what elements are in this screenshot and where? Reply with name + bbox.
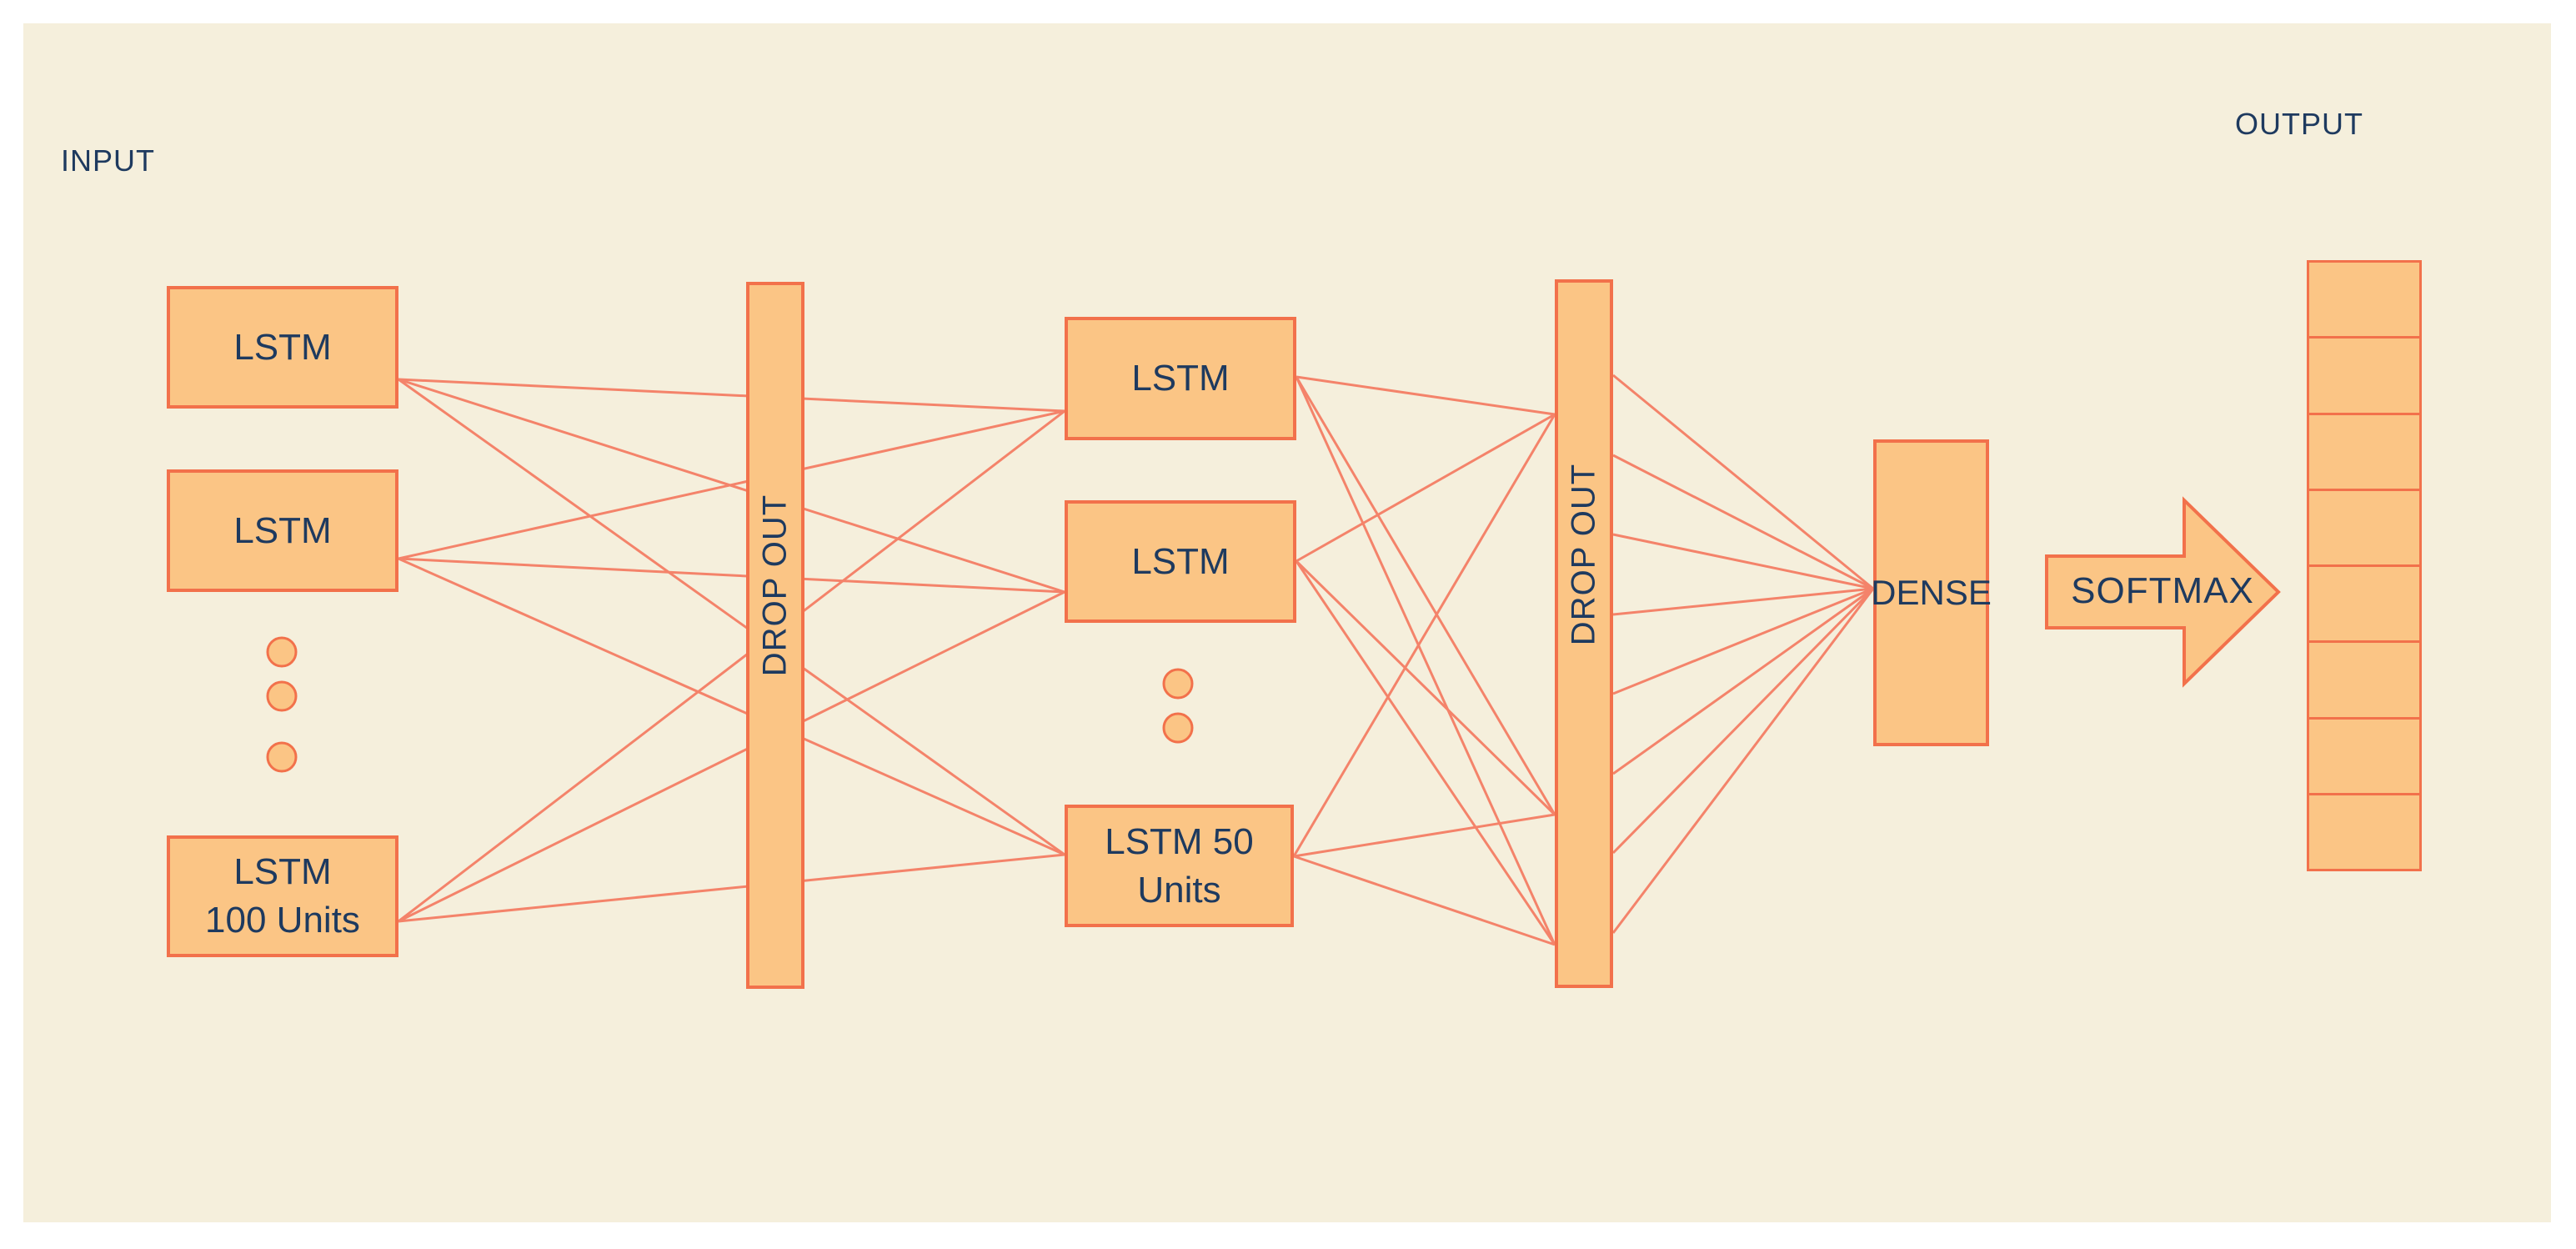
- dropout-bar-label: DROP OUT: [1565, 463, 1602, 646]
- lstm-box-label: LSTM: [233, 509, 332, 551]
- lstm-box-label: LSTM: [1131, 358, 1230, 399]
- connection-line: [1296, 375, 1556, 416]
- connection-line: [1612, 454, 1874, 590]
- connection-lines: [398, 374, 1875, 946]
- connection-line: [398, 853, 1065, 923]
- dropout-bar-1: DROP OUT: [746, 282, 804, 989]
- output-cell: [2307, 488, 2422, 567]
- lstm-box-input-2: LSTM: [167, 469, 398, 592]
- dropout-bar-label: DROP OUT: [756, 494, 794, 677]
- connection-line: [398, 590, 1065, 923]
- connection-line: [1295, 559, 1556, 816]
- lstm-box-label: LSTM: [1131, 540, 1230, 582]
- output-label: OUTPUT: [2235, 107, 2363, 141]
- connection-line: [1292, 414, 1556, 857]
- output-cells-column: [2307, 260, 2422, 871]
- dense-box-label: DENSE: [1871, 573, 1992, 612]
- ellipsis-dot: [1162, 668, 1194, 700]
- lstm-box-sublabel: 100 Units: [205, 900, 360, 941]
- lstm-box-label: LSTM 50: [1105, 820, 1254, 862]
- ellipsis-dot: [266, 680, 298, 712]
- connection-line: [398, 378, 1065, 856]
- lstm-box-hidden-3: LSTM 50 Units: [1065, 805, 1294, 927]
- output-cell: [2307, 336, 2422, 415]
- connection-line: [1293, 855, 1556, 946]
- ellipsis-dots: [266, 636, 1194, 773]
- ellipsis-dot: [1162, 712, 1194, 744]
- softmax-label: SOFTMAX: [2071, 570, 2254, 611]
- connection-line: [398, 557, 1065, 856]
- connection-line: [1295, 376, 1556, 946]
- lstm-box-label: LSTM: [233, 326, 332, 368]
- connection-line: [1611, 587, 1875, 855]
- connection-line: [1296, 413, 1556, 563]
- softmax-arrow: [2045, 496, 2281, 688]
- connection-line: [1612, 587, 1874, 616]
- connection-line: [1612, 587, 1874, 775]
- connection-line: [1295, 560, 1556, 946]
- connection-line: [1295, 376, 1556, 815]
- output-cell: [2307, 792, 2422, 871]
- output-cell: [2307, 564, 2422, 644]
- dropout-bar-2: DROP OUT: [1555, 279, 1613, 988]
- output-cell: [2307, 260, 2422, 339]
- lstm-box-sublabel: Units: [1137, 869, 1221, 910]
- lstm-box-hidden-1: LSTM: [1065, 317, 1296, 440]
- lstm-box-input-1: LSTM: [167, 286, 398, 409]
- connection-line: [398, 557, 1065, 594]
- lstm-box-hidden-2: LSTM: [1065, 500, 1296, 623]
- connection-line: [1611, 588, 1875, 934]
- lstm-box-input-3: LSTM 100 Units: [167, 835, 398, 957]
- connection-line: [1612, 533, 1874, 590]
- connection-line: [398, 409, 1065, 560]
- ellipsis-dot: [266, 741, 298, 773]
- dense-box: DENSE: [1871, 439, 1992, 746]
- output-cell: [2307, 716, 2422, 795]
- input-label: INPUT: [61, 143, 155, 178]
- ellipsis-dot: [266, 636, 298, 668]
- connection-line: [1612, 374, 1874, 590]
- connection-line: [1293, 813, 1556, 858]
- lstm-box-label: LSTM: [233, 851, 332, 892]
- output-cell: [2307, 412, 2422, 491]
- connection-line: [398, 409, 1065, 923]
- connection-line: [1612, 587, 1874, 695]
- output-cell: [2307, 640, 2422, 720]
- connection-line: [398, 378, 1065, 413]
